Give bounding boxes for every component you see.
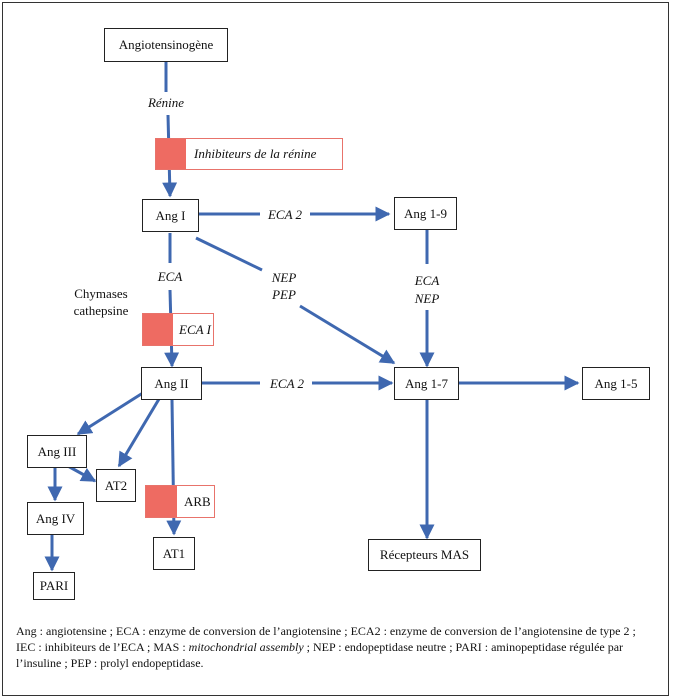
inhibitor-eca: ECA I <box>142 313 214 346</box>
label-eca2-mid: ECA 2 <box>269 376 305 391</box>
inhibitor-arb: ARB <box>145 485 215 518</box>
node-at1: AT1 <box>153 537 195 570</box>
label-eca-right: ECA <box>414 273 440 288</box>
inhibitor-swatch <box>146 486 177 517</box>
label-chymases: Chymases <box>74 286 128 301</box>
legend-part1: Ang : angiotensine ; ECA : enzyme de con… <box>16 624 636 654</box>
node-ang17: Ang 1-7 <box>394 367 459 400</box>
node-ang19: Ang 1-9 <box>394 197 457 230</box>
label-renin: Rénine <box>147 95 185 110</box>
node-ang4: Ang IV <box>27 502 84 535</box>
arrow-pep-ang17 <box>299 304 396 365</box>
label-eca: ECA <box>157 269 183 284</box>
node-angiotensinogen: Angiotensinogène <box>104 28 228 62</box>
node-pari: PARI <box>33 572 75 600</box>
inhibitor-eca-label: ECA I <box>179 321 211 337</box>
legend-part2: ; NEP : endopeptidase neutre ; PARI : am… <box>16 640 624 670</box>
label-nep-right: NEP <box>414 291 440 306</box>
figure-legend: Ang : angiotensine ; ECA : enzyme de con… <box>16 623 656 671</box>
inhibitor-renin-label: Inhibiteurs de la rénine <box>194 146 317 161</box>
label-eca2-top: ECA 2 <box>267 207 303 222</box>
label-cathepsine: cathepsine <box>73 303 129 318</box>
inhibitor-swatch <box>143 314 173 345</box>
label-pep: PEP <box>272 287 296 302</box>
node-ang15: Ang 1-5 <box>582 367 650 400</box>
node-ang2: Ang II <box>141 367 202 400</box>
arrow-ang1-nep <box>195 236 263 272</box>
arrow-ang2-ang3 <box>76 389 147 436</box>
node-mas-receptors: Récepteurs MAS <box>368 539 481 571</box>
inhibitor-renin: Inhibiteurs de la rénine <box>155 138 343 170</box>
legend-mas-italic: mitochondrial assembly <box>188 640 304 654</box>
node-ang3: Ang III <box>27 435 87 468</box>
label-nep: NEP <box>271 270 297 285</box>
inhibitor-arb-label: ARB <box>184 493 211 509</box>
arrow-ang2-at2 <box>117 393 164 468</box>
node-ang1: Ang I <box>142 199 199 232</box>
inhibitor-swatch <box>156 139 186 169</box>
node-at2: AT2 <box>96 469 136 502</box>
